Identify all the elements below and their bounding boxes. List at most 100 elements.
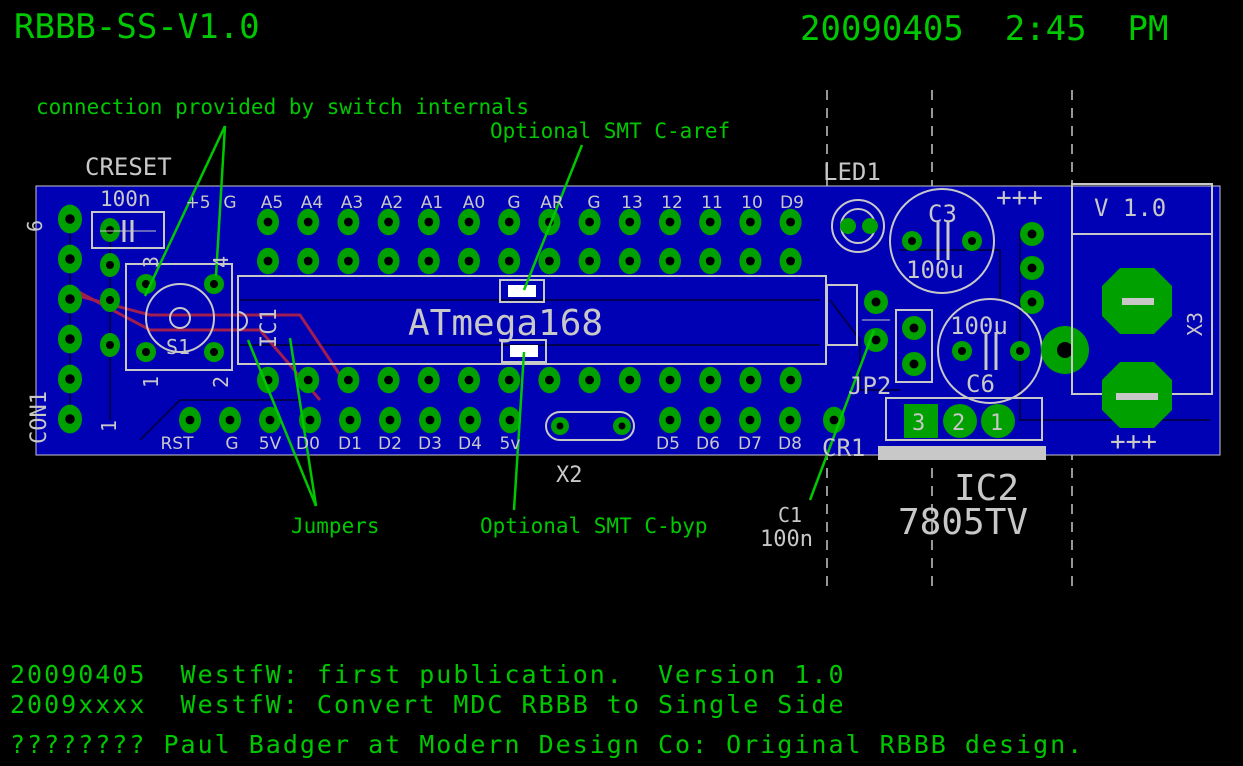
reg-pin1: 1 bbox=[990, 411, 1003, 436]
pad-hole bbox=[424, 256, 434, 266]
pad-hole bbox=[345, 415, 355, 425]
pad-hole bbox=[746, 256, 755, 266]
pad-hole bbox=[464, 256, 474, 266]
bottom-pin-label: D1 bbox=[338, 434, 362, 454]
pad-hole bbox=[303, 217, 313, 227]
pad-hole bbox=[464, 375, 474, 385]
bottom-pin-label: D3 bbox=[418, 434, 442, 454]
pad-hole bbox=[106, 261, 114, 269]
cr1-c1 bbox=[826, 284, 890, 352]
pad-hole bbox=[265, 415, 275, 425]
pad-hole bbox=[545, 256, 554, 266]
con1-pin6: 6 bbox=[23, 220, 47, 232]
history-line: 20090405 WestfW: first publication. Vers… bbox=[10, 660, 846, 689]
creset-label: CRESET bbox=[85, 153, 172, 181]
pad-hole bbox=[625, 217, 635, 227]
pad-hole bbox=[106, 341, 114, 349]
bottom-pin-label: 5v bbox=[500, 434, 521, 454]
top-pin-label: A5 bbox=[261, 193, 283, 213]
pad-hole bbox=[65, 374, 75, 384]
pad-hole bbox=[425, 415, 435, 425]
x2-label: X2 bbox=[556, 463, 583, 488]
pad-hole bbox=[665, 217, 675, 227]
top-pin-label: G bbox=[507, 193, 520, 213]
pad-hole bbox=[385, 415, 395, 425]
reg-pin2: 2 bbox=[952, 411, 965, 436]
top-pin-label: A3 bbox=[341, 193, 363, 213]
c3-value: 100u bbox=[906, 256, 964, 284]
pad-hole bbox=[705, 375, 715, 385]
plus-bottom: +++ bbox=[1110, 427, 1157, 457]
bottom-pin-label: RST bbox=[161, 434, 195, 454]
top-pin-label: +5 bbox=[185, 193, 210, 213]
ic-pads-lower bbox=[257, 366, 802, 394]
pad-hole bbox=[746, 375, 755, 385]
switch-s1 bbox=[125, 263, 233, 371]
pad-hole bbox=[303, 256, 313, 266]
bottom-pin-label: G bbox=[225, 434, 238, 454]
annotation-leaders bbox=[143, 125, 876, 511]
pad-hole bbox=[625, 375, 635, 385]
jp2-label: JP2 bbox=[848, 372, 891, 400]
version-label: V 1.0 bbox=[1094, 194, 1166, 222]
c6-value: 100u bbox=[950, 312, 1008, 340]
sw-pin4: 4 bbox=[209, 256, 233, 268]
ic2-label: IC2 bbox=[954, 468, 1019, 509]
pad-hole bbox=[464, 217, 474, 227]
pad-hole bbox=[504, 375, 514, 385]
bottom-pin-label: D7 bbox=[738, 434, 762, 454]
pad-hole bbox=[344, 217, 353, 227]
top-pin-label: AR bbox=[540, 193, 564, 213]
creset-cap bbox=[91, 211, 165, 249]
top-pin-label: A1 bbox=[421, 193, 443, 213]
top-pin-label: G bbox=[223, 193, 236, 213]
pad-hole bbox=[585, 375, 594, 385]
pad-hole bbox=[384, 217, 393, 227]
byp-note: Optional SMT C-byp bbox=[480, 514, 708, 538]
pad-hole bbox=[505, 415, 515, 425]
c3-label: C3 bbox=[928, 200, 957, 228]
pad-hole bbox=[65, 214, 75, 224]
aref-note: Optional SMT C-aref bbox=[490, 119, 730, 143]
pad-hole bbox=[263, 256, 273, 266]
bottom-pin-label: D2 bbox=[378, 434, 402, 454]
pad-hole bbox=[225, 415, 235, 425]
pad-hole bbox=[705, 256, 715, 266]
pad-hole bbox=[424, 217, 434, 227]
pad-hole bbox=[65, 294, 75, 304]
top-pin-label: A2 bbox=[381, 193, 403, 213]
pad-hole bbox=[384, 256, 393, 266]
creset-value: 100n bbox=[100, 187, 151, 211]
pad-hole bbox=[665, 415, 675, 425]
pad-hole bbox=[585, 256, 594, 266]
mcu-label: ATmega168 bbox=[408, 303, 603, 344]
plus-top: +++ bbox=[996, 183, 1043, 213]
sw-pin2: 2 bbox=[209, 376, 233, 388]
pad-hole bbox=[829, 415, 839, 425]
pad-hole bbox=[785, 415, 795, 425]
bottom-pin-label: D4 bbox=[458, 434, 482, 454]
con1-pads bbox=[58, 204, 845, 434]
top-pin-label: A4 bbox=[301, 193, 323, 213]
pad-hole bbox=[786, 217, 795, 227]
s1-label: S1 bbox=[166, 335, 190, 359]
crystal-x2 bbox=[545, 411, 635, 441]
pad-hole bbox=[65, 254, 75, 264]
pad-hole bbox=[585, 217, 594, 227]
c1-label: C1 bbox=[778, 503, 802, 527]
led1 bbox=[831, 199, 885, 253]
sw-pin3: 3 bbox=[139, 256, 163, 268]
con1-pin1: 1 bbox=[97, 420, 121, 432]
pad-hole bbox=[465, 415, 475, 425]
pad-hole bbox=[384, 375, 393, 385]
pad-hole bbox=[65, 414, 75, 424]
bottom-pin-label: D6 bbox=[696, 434, 720, 454]
pad-hole bbox=[263, 217, 273, 227]
board-timestamp: 20090405 2:45 PM bbox=[800, 9, 1168, 49]
pad-hole bbox=[665, 256, 675, 266]
pad-hole bbox=[545, 375, 554, 385]
bottom-pin-label: D8 bbox=[778, 434, 802, 454]
led1-label: LED1 bbox=[823, 158, 881, 186]
